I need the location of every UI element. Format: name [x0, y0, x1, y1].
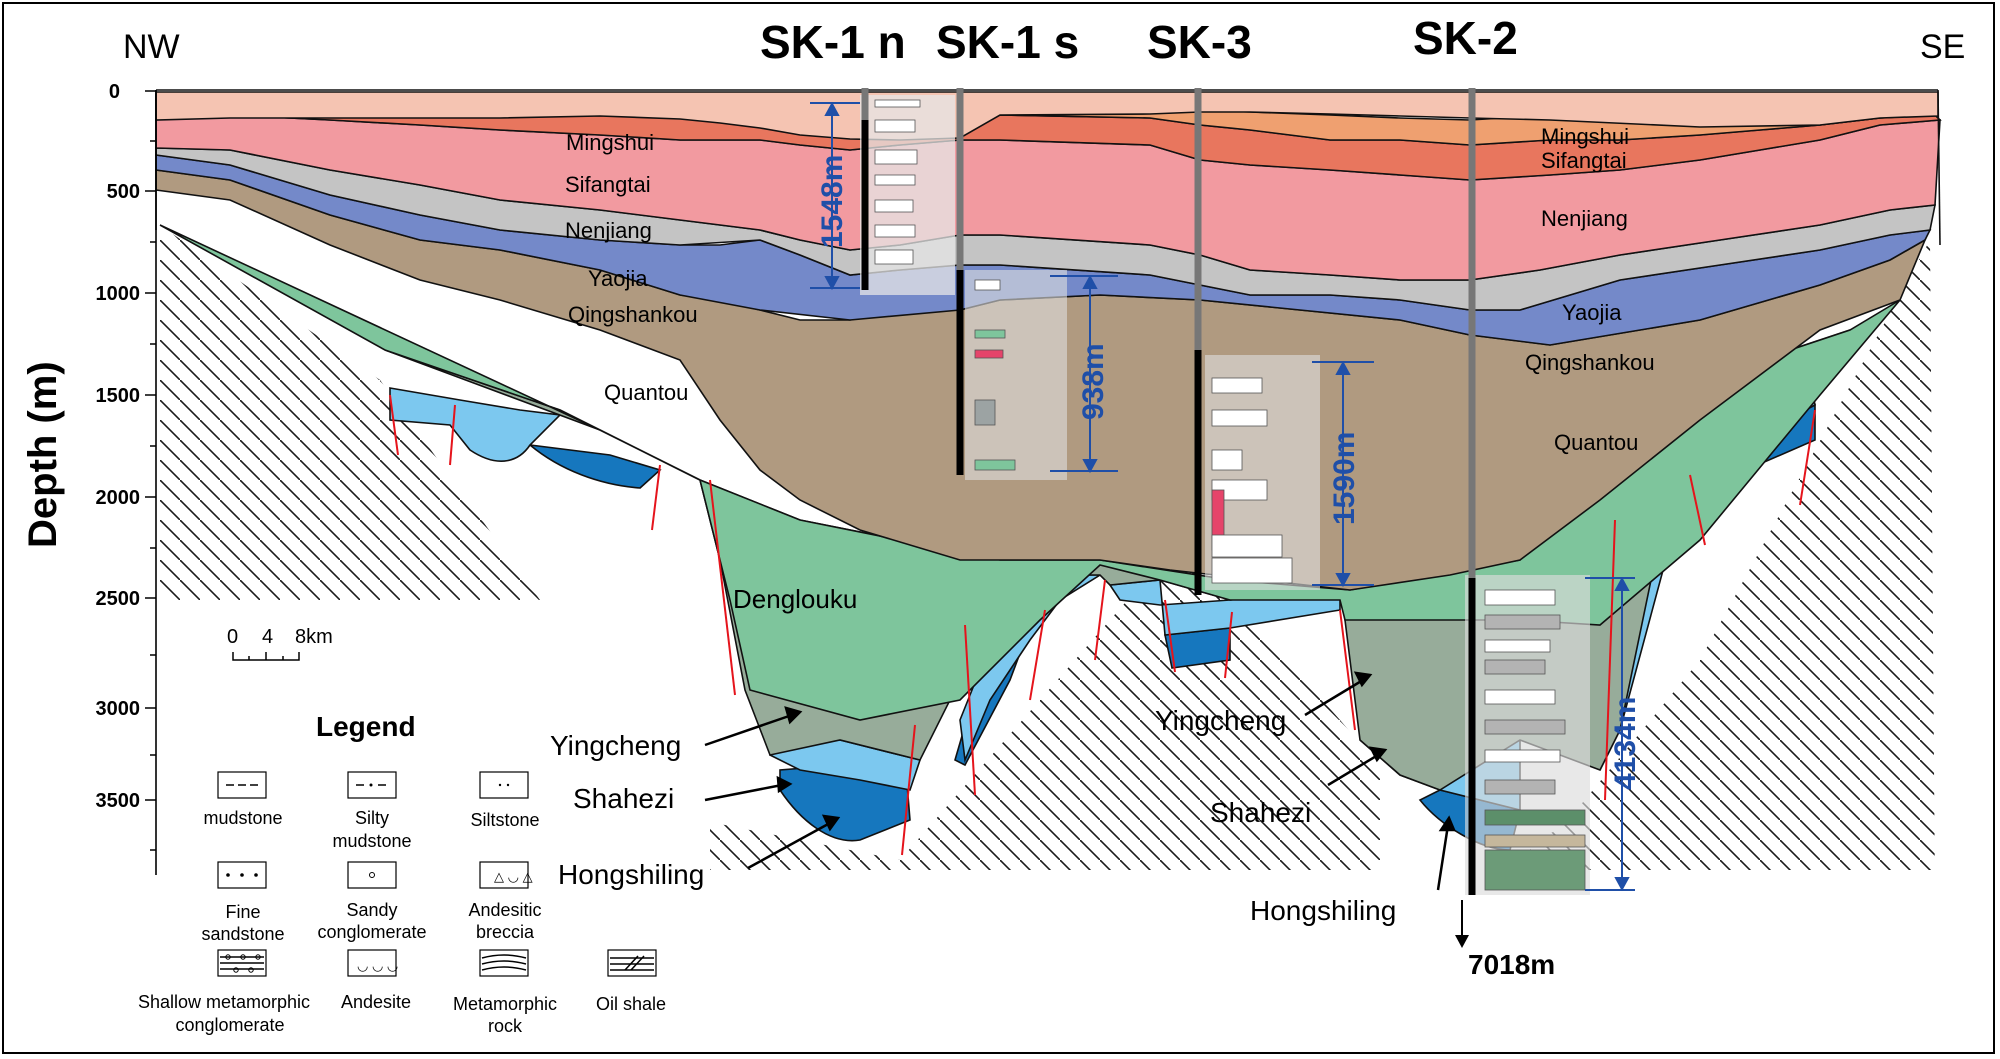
legend-label-andesite: Andesite: [341, 992, 411, 1012]
depth-tick: 3000: [96, 698, 141, 720]
formation-label-yingcheng-nw: Yingcheng: [550, 730, 681, 761]
well-name-sk1s: SK-1 s: [936, 16, 1079, 68]
formation-label-mingshui-nw: Mingshui: [566, 130, 654, 155]
interval-label-sk3: 1590m: [1328, 432, 1361, 525]
well-name-sk1n: SK-1 n: [760, 16, 906, 68]
scale-tick: 8km: [295, 626, 333, 648]
legend-label-fine-sandstone-2: sandstone: [201, 924, 284, 944]
legend-label-silty-mudstone-2: mudstone: [332, 831, 411, 851]
legend-label-metamorphic-rock: Metamorphic: [453, 994, 557, 1014]
legend-label-andesitic-breccia: Andesitic: [468, 900, 541, 920]
interval-label-sk2: 4134m: [1609, 697, 1642, 790]
interval-label-sk1n: 1548m: [816, 155, 849, 248]
formation-arrows: [704, 671, 1456, 891]
depth-tick: 2000: [96, 487, 141, 509]
scale-tick: 4: [262, 626, 273, 648]
legend-label-fine-sandstone: Fine: [225, 902, 260, 922]
depth-axis-title: Depth (m): [21, 361, 65, 548]
legend-label-oil-shale: Oil shale: [596, 994, 666, 1014]
depth-tick: 500: [107, 181, 140, 203]
legend-label-siltstone: Siltstone: [470, 810, 539, 830]
depth-axis: [145, 90, 157, 875]
legend-title: Legend: [316, 711, 416, 742]
scale-bar: 0 4 8km: [227, 626, 333, 661]
formation-label-shahezi-se: Shahezi: [1210, 797, 1311, 828]
legend-label-shallow-metamorphic-conglomerate: Shallow metamorphic: [138, 992, 310, 1012]
legend-label-silty-mudstone: Silty: [355, 808, 389, 828]
interval-annotations: [810, 101, 1635, 892]
formation-label-nenjiang-nw: Nenjiang: [565, 218, 652, 243]
well-name-sk2: SK-2: [1413, 12, 1518, 64]
interval-label-sk1s: 938m: [1077, 343, 1110, 420]
depth-tick: 1000: [96, 283, 141, 305]
depth-tick: 1500: [96, 385, 141, 407]
formation-label-sifangtai-se: Sifangtai: [1541, 148, 1627, 173]
well-columns: [860, 95, 1590, 895]
basement-hatch: [0, 225, 2000, 1059]
direction-left: NW: [123, 28, 180, 66]
svg-text:◡ ◡ ◡: ◡ ◡ ◡: [357, 958, 398, 973]
formation-label-sifangtai-nw: Sifangtai: [565, 172, 651, 197]
formation-label-hongshiling-se: Hongshiling: [1250, 895, 1396, 926]
legend-label-mudstone: mudstone: [203, 808, 282, 828]
legend-label-shallow-metamorphic-conglomerate-2: conglomerate: [175, 1015, 284, 1035]
wells: [861, 88, 1476, 948]
formation-label-yingcheng-se: Yingcheng: [1155, 705, 1286, 736]
total-depth-label: 7018m: [1468, 949, 1555, 980]
legend-label-andesitic-breccia-2: breccia: [476, 922, 535, 942]
legend: Legend △ ◡ △ ◡ ◡ ◡ mudstone: [138, 711, 666, 1036]
depth-tick: 2500: [96, 588, 141, 610]
faults: [389, 394, 1816, 856]
formation-label-nenjiang-se: Nenjiang: [1541, 206, 1628, 231]
formation-label-quantou-se: Quantou: [1554, 430, 1638, 455]
legend-label-metamorphic-rock-2: rock: [488, 1016, 523, 1036]
formation-label-yaojia-se: Yaojia: [1562, 300, 1622, 325]
depth-tick: 3500: [96, 790, 141, 812]
formation-label-yaojia-nw: Yaojia: [588, 266, 648, 291]
scale-tick: 0: [227, 626, 238, 648]
well-name-sk3: SK-3: [1147, 16, 1252, 68]
formation-label-shahezi-nw: Shahezi: [573, 783, 674, 814]
formation-label-mingshui-se: Mingshui: [1541, 124, 1629, 149]
depth-tick: 0: [109, 81, 120, 103]
formation-label-qingshankou-se: Qingshankou: [1525, 350, 1655, 375]
legend-label-sandy-conglomerate-2: conglomerate: [317, 922, 426, 942]
formation-label-qingshankou-nw: Qingshankou: [568, 302, 698, 327]
formation-label-hongshiling-nw: Hongshiling: [558, 859, 704, 890]
legend-label-sandy-conglomerate: Sandy: [346, 900, 397, 920]
direction-right: SE: [1920, 28, 1965, 66]
formation-label-quantou-nw: Quantou: [604, 380, 688, 405]
svg-text:△ ◡ △: △ ◡ △: [494, 869, 533, 884]
formation-label-denglouku: Denglouku: [733, 584, 857, 614]
